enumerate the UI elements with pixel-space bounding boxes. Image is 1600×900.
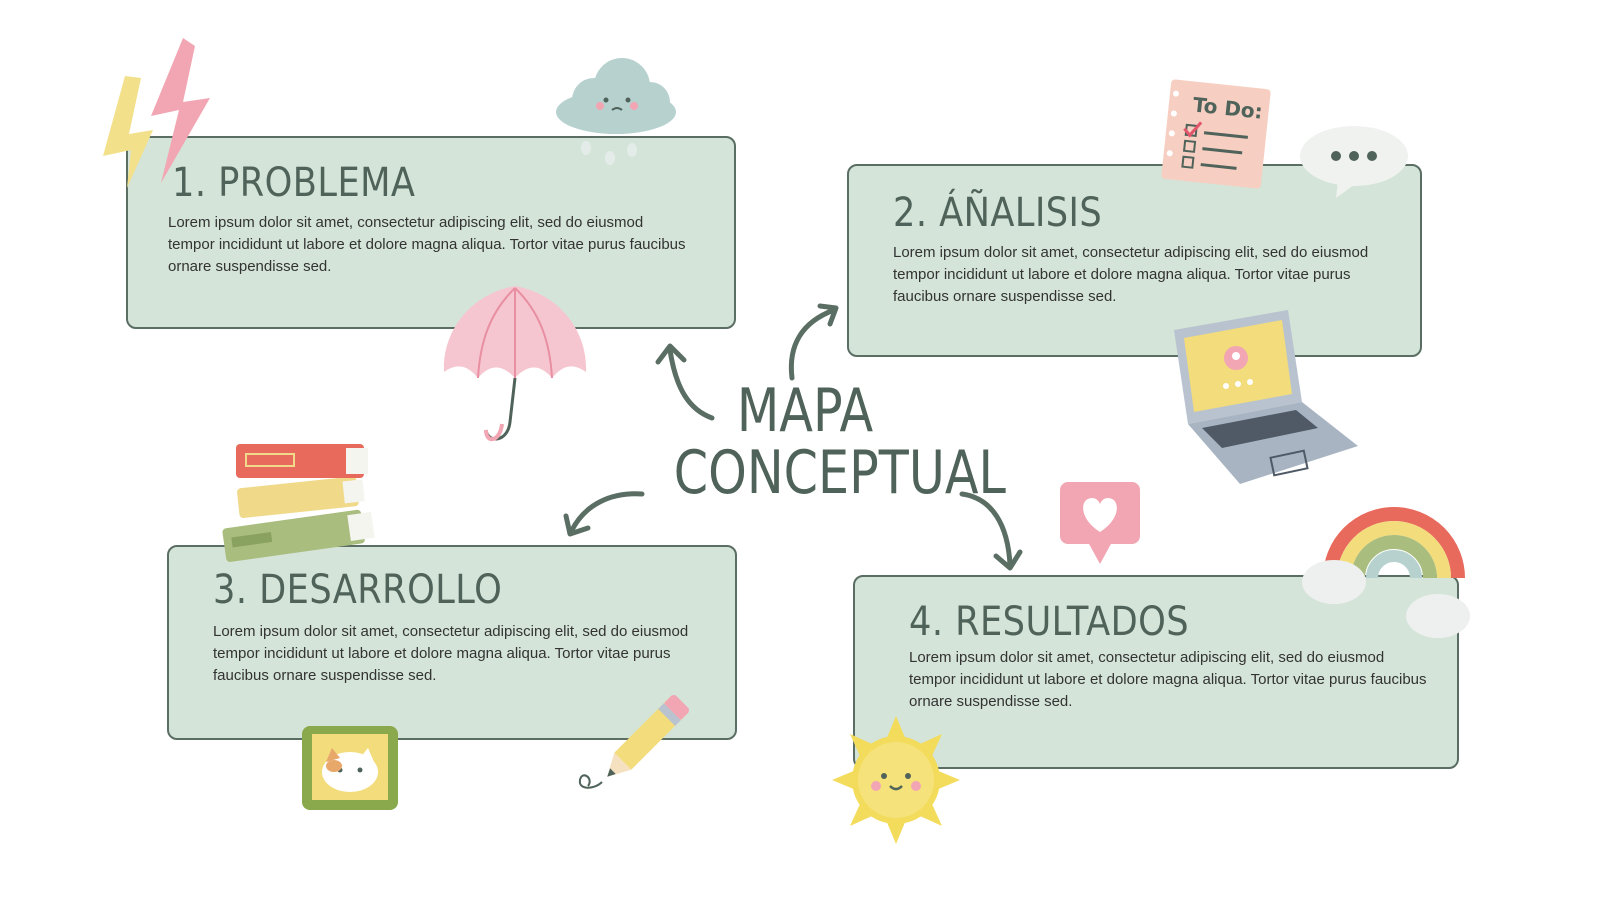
card-analisis: 2. ÁÑALISIS Lorem ipsum dolor sit amet, … <box>847 164 1422 357</box>
card-title: 4. RESULTADOS <box>909 599 1190 645</box>
cat-stamp-icon <box>302 726 398 810</box>
center-title-line2: CONCEPTUAL <box>673 438 1006 508</box>
sun-icon <box>832 716 960 844</box>
center-title: MAPA CONCEPTUAL <box>645 376 1006 508</box>
card-title: 3. DESARROLLO <box>213 567 503 613</box>
umbrella-icon <box>443 286 587 441</box>
card-title: 1. PROBLEMA <box>172 160 416 206</box>
heart-bubble-icon <box>1060 482 1140 564</box>
arrow-to-desarrollo <box>569 491 645 533</box>
card-body: Lorem ipsum dolor sit amet, consectetur … <box>213 623 689 684</box>
arrow-to-analisis <box>788 307 837 381</box>
laptop-icon <box>1174 310 1358 484</box>
lightning-icon <box>103 38 210 188</box>
card-body: Lorem ipsum dolor sit amet, consectetur … <box>168 214 686 275</box>
card-problema: 1. PROBLEMA Lorem ipsum dolor sit amet, … <box>126 136 736 329</box>
speech-bubble-icon <box>1300 126 1408 198</box>
arrow-to-resultados <box>959 491 1013 568</box>
arrow-to-problema <box>667 347 715 421</box>
rainbow-icon <box>1302 507 1470 638</box>
card-resultados: 4. RESULTADOS Lorem ipsum dolor sit amet… <box>853 575 1459 769</box>
todo-note-icon: To Do: <box>1161 79 1271 189</box>
books-icon <box>222 444 375 562</box>
card-title: 2. ÁÑALISIS <box>893 190 1103 236</box>
card-body: Lorem ipsum dolor sit amet, consectetur … <box>909 649 1427 710</box>
card-desarrollo: 3. DESARROLLO Lorem ipsum dolor sit amet… <box>167 545 737 740</box>
card-body: Lorem ipsum dolor sit amet, consectetur … <box>893 244 1369 305</box>
pencil-icon <box>578 694 690 789</box>
cloud-icon <box>556 58 676 165</box>
center-title-line1: MAPA <box>736 376 874 446</box>
